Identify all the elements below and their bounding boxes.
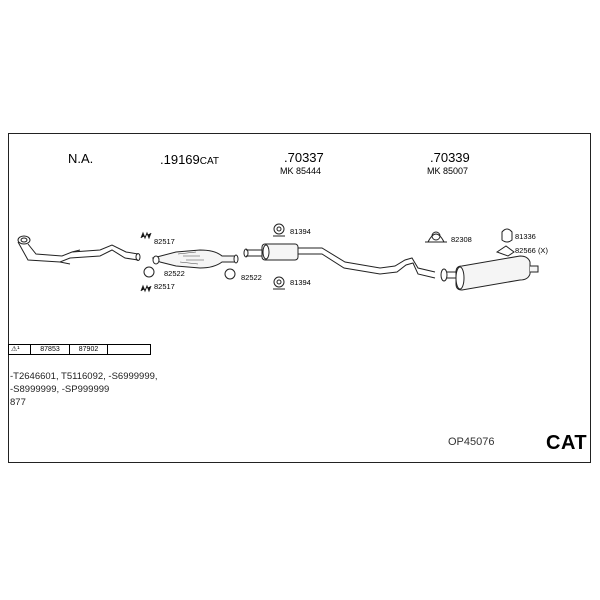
col3-label: .70337 [284,150,324,165]
vin-line-2: -S8999999, -SP999999 [10,384,110,395]
col1-label: N.A. [68,151,94,166]
col4-label: .70339 [430,150,470,165]
spring-82517-bottom-drawing [140,284,152,293]
table-cell-3 [107,344,151,355]
catalytic-converter-drawing [151,249,239,269]
part-82517-top: 82517 [154,237,175,246]
col3-sublabel: MK 85444 [280,166,322,176]
table-cell-1: 87853 [30,344,70,355]
part-82522-left: 82522 [164,269,185,278]
cat-label: CAT [546,432,588,454]
diagram-frame [8,133,591,463]
part-81394-top: 81394 [290,227,311,236]
part-82517-bottom: 82517 [154,282,175,291]
spring-82517-top-drawing [140,231,152,240]
part-82308: 82308 [451,235,472,244]
part-81336: 81336 [515,232,536,241]
hanger-81336-drawing [501,228,513,243]
col2-suffix: CAT [199,156,220,167]
hanger-81394-top-drawing [273,223,285,237]
table-cell-2: 87902 [69,344,108,355]
vin-line-1: -T2646601, T5116092, -S6999999, [10,371,158,382]
bracket-82566-drawing [495,245,515,257]
vin-line-3: 877 [10,397,26,408]
gasket-82522-left-drawing [143,266,155,278]
gasket-82522-right-drawing [224,268,236,280]
part-82522-right: 82522 [241,273,262,282]
front-pipe-drawing [17,235,141,265]
col2-number: .19169 [160,152,200,167]
part-82566: 82566 (X) [515,246,548,255]
clamp-82308-drawing [425,231,447,243]
col2-label: .19169CAT [160,152,219,168]
col4-sublabel: MK 85007 [427,166,469,176]
part-81394-bottom: 81394 [290,278,311,287]
rear-silencer-drawing [440,255,539,291]
table-symbol-cell: ⚠¹ [8,344,31,355]
hanger-81394-bottom-drawing [273,276,285,290]
system-code: OP45076 [448,436,495,448]
middle-pipe-drawing [243,243,436,279]
